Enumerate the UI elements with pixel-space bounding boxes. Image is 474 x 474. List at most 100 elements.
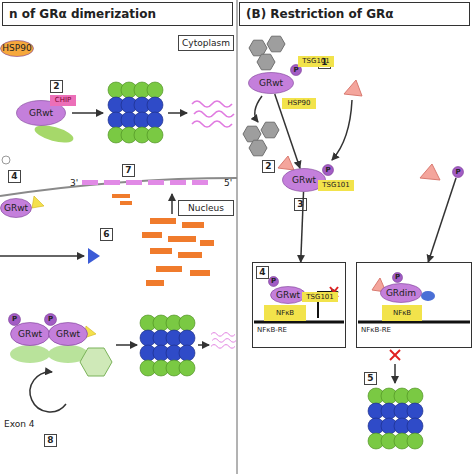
ligand-triangle xyxy=(420,164,440,180)
node-text: Nucleus xyxy=(188,204,224,213)
blocked-degradation xyxy=(390,350,400,360)
node-text: NFκB xyxy=(276,310,294,317)
node-text: 2 xyxy=(53,82,59,91)
region-label: Nucleus xyxy=(178,200,234,216)
panel: n of GRα dimerizationCytoplasmHSP90 2GRwt… xyxy=(0,0,237,474)
node-text: HSP90 xyxy=(2,44,31,53)
promoter-box xyxy=(356,262,472,348)
shape-fill xyxy=(249,73,294,94)
node-text: P xyxy=(395,274,400,281)
protein-tag: TSG101 xyxy=(318,180,354,191)
transcript-bars xyxy=(168,236,196,242)
node-text: GRwt xyxy=(259,79,283,88)
node-text: CHIP xyxy=(55,97,71,104)
receptor-ellipse: GRwt xyxy=(248,72,294,94)
dimer-complex xyxy=(10,315,236,412)
phospho-circle: P xyxy=(44,313,57,326)
step-number: 4 xyxy=(8,170,21,183)
shape-fill xyxy=(453,167,464,178)
protein-tag: HSP90 xyxy=(282,98,316,109)
mrna-strand xyxy=(148,180,164,185)
transcript-bars xyxy=(190,270,210,276)
binding-arrow xyxy=(332,100,352,160)
phospho-circle: P xyxy=(268,276,279,287)
shape-fill xyxy=(45,314,57,326)
shape-fill xyxy=(9,314,21,326)
ligand-triangle xyxy=(344,80,362,96)
shape-fill xyxy=(393,273,403,283)
node-text: 4 xyxy=(259,268,265,277)
receptor-ellipse: GRwt xyxy=(10,322,50,346)
node-text: P xyxy=(271,278,276,285)
transcript-bars xyxy=(142,232,162,238)
protein-tag: TSG101 xyxy=(302,292,338,302)
transcript-bars xyxy=(150,248,172,254)
node-text: P xyxy=(12,316,17,323)
transcript-bars xyxy=(146,280,164,286)
receptor-ellipse: GRdim xyxy=(380,283,422,303)
shape-fill xyxy=(269,277,279,287)
degradation-step xyxy=(192,101,234,127)
transcript-bars xyxy=(178,252,202,258)
chaperone-cluster xyxy=(249,40,267,56)
chaperone-cluster xyxy=(243,126,261,142)
node-text: NFκB-RE xyxy=(361,327,391,334)
node-text: GRwt xyxy=(18,330,42,339)
node-text: NFκB-RE xyxy=(257,327,287,334)
blocked-degradation xyxy=(390,350,400,360)
protein-ellipse: HSP90 xyxy=(0,40,34,57)
step-number: 8 xyxy=(44,434,57,447)
arrow-connector xyxy=(428,178,456,262)
node-text: P xyxy=(325,167,330,174)
step-number: 5 xyxy=(364,372,377,385)
chaperone-cluster xyxy=(257,54,275,70)
phospho-circle: P xyxy=(392,272,403,283)
annotation-label: 5' xyxy=(224,179,232,188)
chaperone-cluster xyxy=(267,36,285,52)
node-text: TSG101 xyxy=(306,294,334,301)
panel-title: n of GRα dimerization xyxy=(2,2,233,26)
node-text: P xyxy=(293,67,298,74)
dimer-complex xyxy=(80,348,112,376)
promoter-box: NFκB-REPGRdimNFκB xyxy=(356,262,472,348)
node-text: 5 xyxy=(367,374,373,383)
panel-divider xyxy=(237,0,238,474)
dimer-complex xyxy=(198,344,209,346)
receptor-ellipse: GRwt xyxy=(0,198,32,218)
chaperone-cluster xyxy=(249,140,267,156)
shape-fill xyxy=(271,287,306,304)
node-text: GRwt xyxy=(276,291,300,300)
annotation-label: 3' xyxy=(70,179,78,188)
blocked-degradation xyxy=(368,350,423,449)
node-text: 7 xyxy=(125,166,131,175)
shape-fill xyxy=(381,284,422,303)
step-number: 6 xyxy=(100,228,113,241)
shape-fill xyxy=(1,41,34,57)
node-text: 8 xyxy=(47,436,53,445)
step-number: 4 xyxy=(256,266,269,279)
transcript-bars xyxy=(150,218,176,224)
blocked-degradation xyxy=(394,364,396,383)
protein-tag: TSG101 xyxy=(298,56,334,67)
protein-tag: CHIP xyxy=(50,95,76,106)
mrna-strand xyxy=(170,180,186,185)
region-label: Cytoplasm xyxy=(178,35,234,51)
blue-wedge xyxy=(88,248,100,264)
mrna-strand xyxy=(82,180,208,185)
node-text: 4 xyxy=(11,172,17,181)
ligand-triangle xyxy=(278,156,294,170)
degradation-step xyxy=(168,112,187,114)
node-text: HSP90 xyxy=(288,100,311,107)
mrna-strand xyxy=(192,180,208,185)
transcript-bars xyxy=(182,222,204,228)
promoter-box xyxy=(252,262,346,348)
chaperone-cluster xyxy=(261,122,279,138)
receptor-ellipse: GRwt xyxy=(48,322,88,346)
node-text: 6 xyxy=(103,230,109,239)
shape-fill xyxy=(323,165,334,176)
shape-fill xyxy=(11,323,50,346)
import-arrow xyxy=(0,255,84,257)
node-text: 3 xyxy=(297,200,303,209)
node-text: P xyxy=(455,169,460,176)
chaperone-cluster xyxy=(243,36,285,156)
